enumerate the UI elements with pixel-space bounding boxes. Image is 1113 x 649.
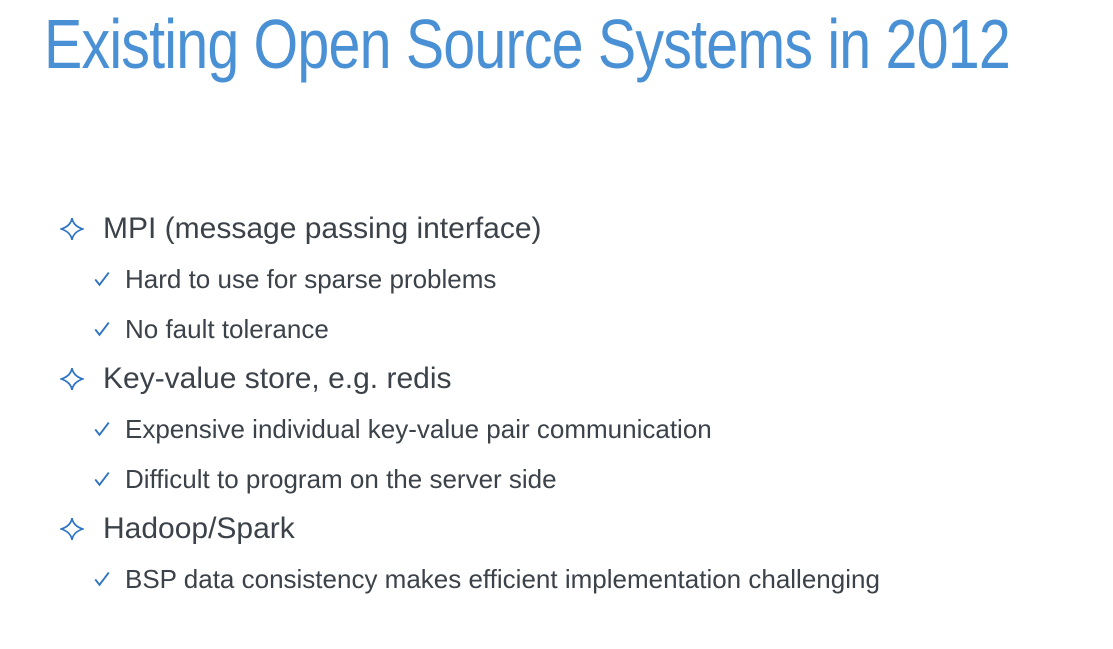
section-heading-text: MPI (message passing interface) — [103, 212, 542, 245]
bullet-item: BSP data consistency makes efficient imp… — [0, 554, 1113, 604]
four-pointed-star-icon — [60, 217, 84, 241]
check-icon — [93, 320, 111, 338]
bullet-item-text: Expensive individual key-value pair comm… — [125, 413, 712, 444]
check-icon — [93, 270, 111, 288]
slide-title: Existing Open Source Systems in 2012 — [44, 5, 1011, 83]
bullet-item-text: No fault tolerance — [125, 313, 329, 344]
bullet-item-text: Hard to use for sparse problems — [125, 263, 497, 294]
four-pointed-star-icon — [60, 367, 84, 391]
check-icon — [93, 570, 111, 588]
four-pointed-star-icon — [60, 517, 84, 541]
check-icon — [93, 420, 111, 438]
bullet-item: Hard to use for sparse problems — [0, 254, 1113, 304]
section-heading: MPI (message passing interface) — [0, 204, 1113, 254]
section-heading: Key-value store, e.g. redis — [0, 354, 1113, 404]
bullet-item: No fault tolerance — [0, 304, 1113, 354]
bullet-item-text: BSP data consistency makes efficient imp… — [125, 563, 880, 594]
section-heading-text: Hadoop/Spark — [103, 512, 295, 545]
bullet-item: Expensive individual key-value pair comm… — [0, 404, 1113, 454]
bullet-item-text: Difficult to program on the server side — [125, 463, 557, 494]
check-icon — [93, 470, 111, 488]
section-heading: Hadoop/Spark — [0, 504, 1113, 554]
bullet-item: Difficult to program on the server side — [0, 454, 1113, 504]
section-heading-text: Key-value store, e.g. redis — [103, 362, 452, 395]
bullet-list: MPI (message passing interface) Hard to … — [0, 204, 1113, 604]
